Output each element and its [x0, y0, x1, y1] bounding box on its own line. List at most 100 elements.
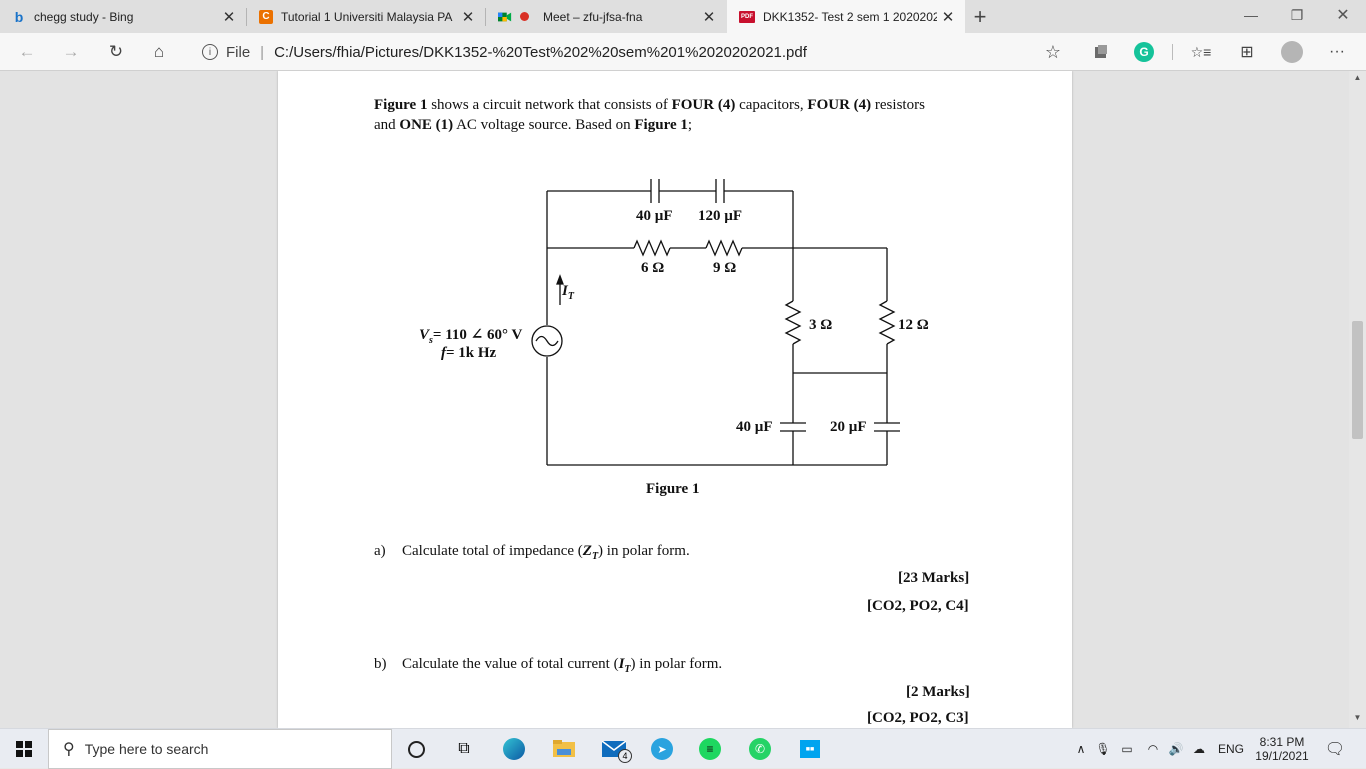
- intro-text: AC voltage source. Based on: [453, 117, 635, 133]
- clock[interactable]: 8:31 PM 19/1/2021: [1250, 729, 1314, 769]
- tab-bar: b chegg study - Bing ✕ C Tutorial 1 Univ…: [0, 0, 1366, 33]
- intro-text: ;: [687, 117, 693, 133]
- notifications-icon[interactable]: 🗨: [1324, 741, 1346, 758]
- pdf-page: Figure 1 shows a circuit network that co…: [278, 71, 1072, 728]
- battery-icon[interactable]: ▭: [1121, 742, 1133, 756]
- intro-text: ONE (1): [399, 117, 454, 133]
- grammarly-icon[interactable]: G: [1129, 37, 1159, 67]
- impedance-symbol: Z: [582, 543, 592, 559]
- tab-separator: [485, 8, 486, 26]
- scroll-down-icon[interactable]: ▼: [1353, 713, 1362, 722]
- label-r2: 9 Ω: [713, 260, 737, 276]
- cortana-icon[interactable]: [392, 729, 440, 769]
- file-explorer-icon[interactable]: [540, 729, 588, 769]
- taskbar-search-input[interactable]: ⚲ Type here to search: [48, 729, 392, 769]
- toolbar-divider: [1172, 44, 1173, 60]
- intro-text: FOUR (4): [807, 97, 872, 113]
- pdf-icon: PDF: [739, 10, 755, 23]
- close-tab-icon[interactable]: ✕: [461, 8, 475, 26]
- voltage-value: = 110 ∠ 60° V: [432, 327, 523, 343]
- tab-bing[interactable]: b chegg study - Bing ✕: [0, 0, 246, 33]
- tab-pdf[interactable]: PDF DKK1352- Test 2 sem 1 2020202 ✕: [727, 0, 965, 33]
- scroll-thumb[interactable]: [1352, 321, 1363, 439]
- question-text: ) in polar form.: [598, 543, 690, 559]
- question-text: ) in polar form.: [630, 656, 723, 672]
- intro-line-1: Figure 1 shows a circuit network that co…: [374, 97, 925, 114]
- label-source-frequency: f= 1k Hz: [441, 345, 496, 362]
- question-a-text: Calculate total of impedance (ZT) in pol…: [402, 543, 690, 562]
- question-b-text: Calculate the value of total current (IT…: [402, 656, 722, 675]
- label-r4: 12 Ω: [898, 317, 929, 333]
- spotify-icon[interactable]: ≡: [686, 729, 734, 769]
- current-subscript: T: [624, 664, 631, 675]
- question-a-label: a): [374, 543, 386, 559]
- question-text: Calculate the value of total current (: [402, 656, 619, 672]
- url-field[interactable]: i File | C:/Users/fhia/Pictures/DKK1352-…: [190, 36, 1076, 68]
- favorite-star-icon[interactable]: ☆: [1044, 41, 1062, 62]
- clock-time: 8:31 PM: [1259, 735, 1305, 749]
- intro-line-2: and ONE (1) AC voltage source. Based on …: [374, 117, 692, 134]
- volume-icon[interactable]: 🔊: [1168, 742, 1184, 756]
- whatsapp-icon[interactable]: ✆: [736, 729, 784, 769]
- close-window-icon[interactable]: ✕: [1336, 7, 1350, 24]
- bing-icon: b: [14, 8, 24, 25]
- profile-avatar-icon[interactable]: [1277, 37, 1307, 67]
- scroll-up-icon[interactable]: ▲: [1353, 73, 1362, 82]
- info-icon[interactable]: i: [202, 44, 218, 60]
- co-b: [CO2, PO2, C3]: [867, 710, 969, 726]
- wifi-icon[interactable]: ◠: [1147, 742, 1159, 756]
- refresh-icon[interactable]: ↻: [108, 42, 124, 61]
- url-text: C:/Users/fhia/Pictures/DKK1352-%20Test%2…: [274, 43, 807, 61]
- circuit-diagram: [531, 179, 900, 466]
- microphone-icon[interactable]: 🎙: [1095, 742, 1111, 756]
- url-divider: |: [260, 43, 265, 61]
- tab-label: Meet – zfu-jfsa-fna: [543, 9, 643, 24]
- close-tab-icon[interactable]: ✕: [222, 8, 236, 26]
- mail-badge: 4: [618, 749, 632, 763]
- new-tab-button[interactable]: +: [973, 3, 987, 29]
- label-c1: 40 µF: [636, 208, 673, 224]
- intro-text: shows a circuit network that consists of: [427, 97, 672, 113]
- favorites-list-icon[interactable]: ☆≡: [1190, 43, 1212, 60]
- tab-label: Tutorial 1 Universiti Malaysia PA: [281, 9, 453, 24]
- tab-label: chegg study - Bing: [34, 9, 134, 24]
- figure-caption: Figure 1: [646, 481, 700, 497]
- voltage-subscript: s: [429, 335, 433, 346]
- tab-meet[interactable]: Meet – zfu-jfsa-fna ✕: [486, 0, 726, 33]
- mail-icon[interactable]: 4: [590, 729, 638, 769]
- edge-browser-icon[interactable]: [490, 729, 538, 769]
- language-indicator[interactable]: ENG: [1217, 742, 1244, 756]
- more-menu-icon[interactable]: ···: [1329, 43, 1345, 60]
- marks-b: [2 Marks]: [906, 684, 970, 700]
- app-icon[interactable]: ■■: [786, 729, 834, 769]
- co-a: [CO2, PO2, C4]: [867, 598, 969, 614]
- label-c2: 120 µF: [698, 208, 743, 224]
- extension-icon[interactable]: [1086, 37, 1116, 67]
- restore-icon[interactable]: ❐: [1290, 6, 1304, 23]
- taskbar: ⚲ Type here to search ⧉ 4 ➤ ≡ ✆ ■■ ∧ 🎙 ▭…: [0, 728, 1366, 769]
- label-c3: 40 µF: [736, 419, 773, 435]
- meet-icon: [498, 10, 512, 24]
- intro-text: resistors: [871, 97, 925, 113]
- back-icon[interactable]: ←: [18, 42, 36, 61]
- windows-start-icon[interactable]: [0, 729, 48, 769]
- telegram-icon[interactable]: ➤: [638, 729, 686, 769]
- close-tab-icon[interactable]: ✕: [941, 8, 955, 26]
- close-tab-icon[interactable]: ✕: [702, 8, 716, 26]
- tab-chegg[interactable]: C Tutorial 1 Universiti Malaysia PA ✕: [247, 0, 485, 33]
- home-icon[interactable]: ⌂: [153, 42, 165, 61]
- impedance-subscript: T: [591, 551, 599, 562]
- intro-text: Figure 1: [374, 97, 428, 113]
- current-subscript: T: [567, 291, 574, 302]
- tab-separator: [246, 8, 247, 26]
- pdf-viewer: Figure 1 shows a circuit network that co…: [0, 71, 1366, 728]
- task-view-icon[interactable]: ⧉: [458, 740, 470, 757]
- vertical-scrollbar[interactable]: ▲ ▼: [1349, 71, 1366, 728]
- onedrive-icon[interactable]: ☁: [1193, 742, 1205, 756]
- label-r1: 6 Ω: [641, 260, 665, 276]
- tray-overflow-icon[interactable]: ∧: [1076, 742, 1086, 756]
- question-text: Calculate total of impedance (: [402, 543, 583, 559]
- minimize-icon[interactable]: —: [1244, 7, 1258, 23]
- collections-icon[interactable]: ⊞: [1240, 44, 1254, 61]
- forward-icon[interactable]: →: [62, 42, 80, 61]
